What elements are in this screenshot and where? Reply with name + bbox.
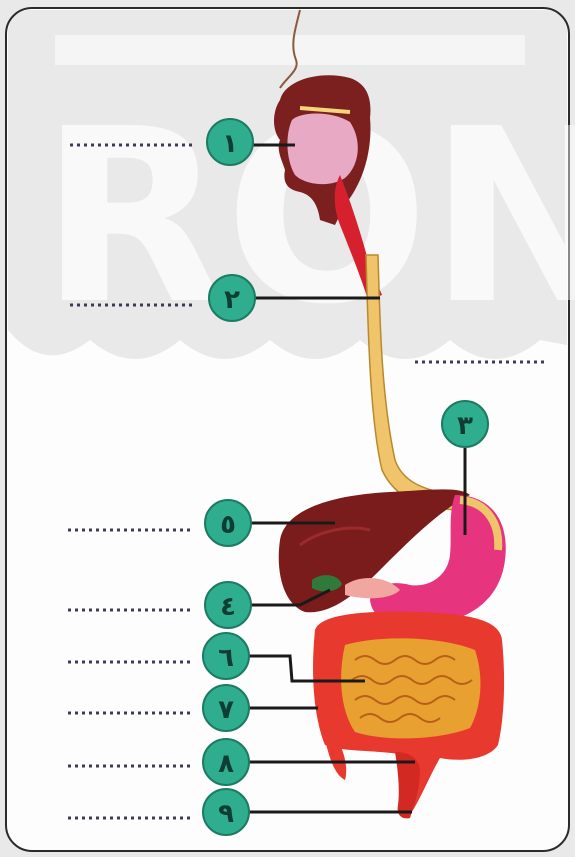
marker-6: ٦ [203,633,249,679]
marker-2: ٢ [209,275,255,321]
marker-4: ٤ [205,582,251,628]
marker-3-number: ٣ [457,411,473,441]
marker-5: ٥ [205,500,251,546]
marker-6-number: ٦ [218,643,234,673]
marker-8: ٨ [203,739,249,785]
mouth-region [287,114,357,185]
marker-4-number: ٤ [220,592,236,622]
marker-3: ٣ [442,401,488,447]
marker-1: ١ [207,119,253,165]
marker-9: ٩ [203,789,249,835]
marker-7: ٧ [203,685,249,731]
marker-8-number: ٨ [218,749,234,779]
marker-7-number: ٧ [218,695,234,725]
small-intestine [341,638,480,738]
marker-5-number: ٥ [220,510,236,540]
marker-1-number: ١ [222,129,238,159]
marker-2-number: ٢ [224,285,240,315]
marker-9-number: ٩ [218,799,234,829]
